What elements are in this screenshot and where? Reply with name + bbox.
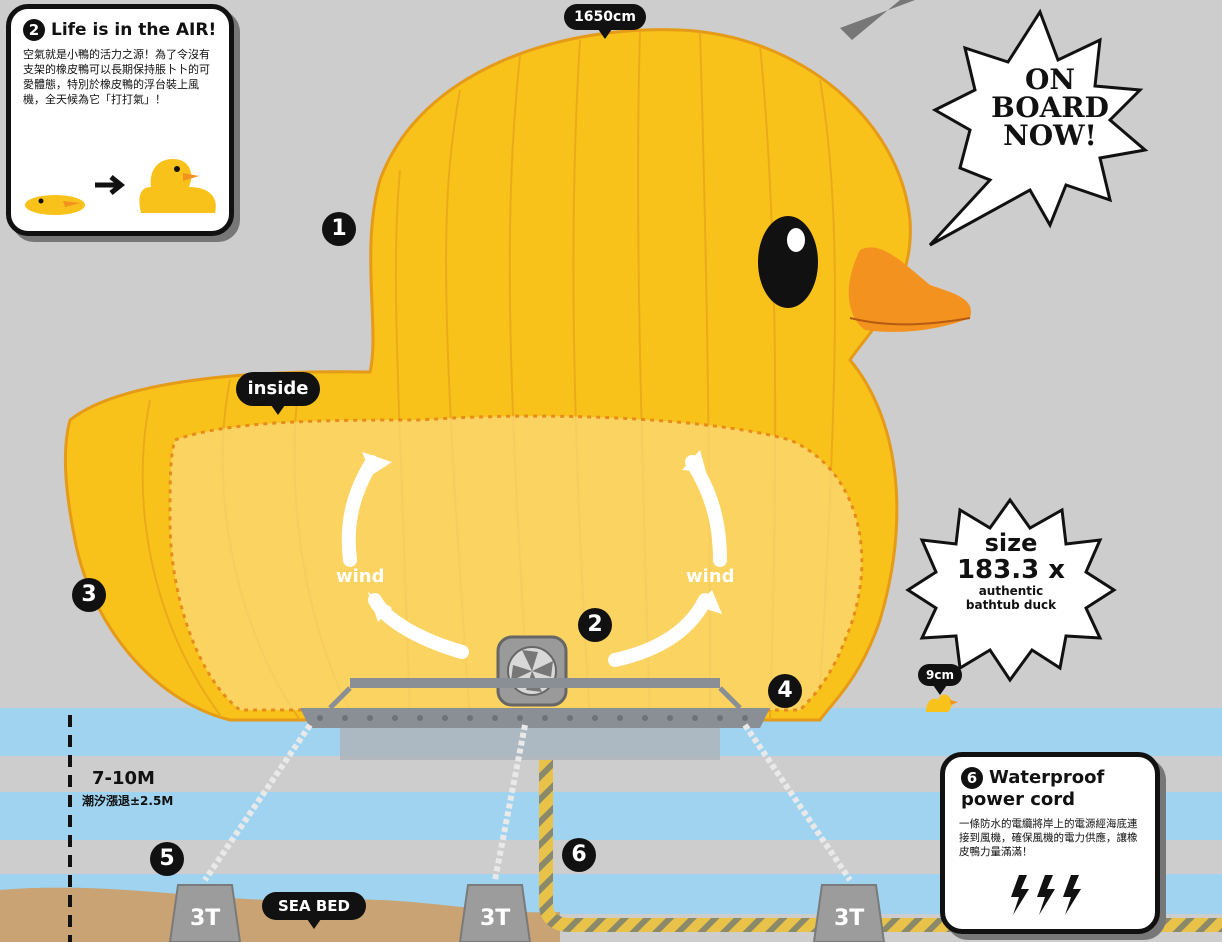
small-duck-icon bbox=[926, 694, 958, 712]
inflation-illustration bbox=[25, 159, 216, 215]
speech-bubble-pointer bbox=[840, 0, 915, 40]
anchor-ropes bbox=[202, 723, 853, 882]
size-caption-2: bathtub duck bbox=[965, 598, 1057, 612]
info-card-air-body: 空氣就是小鴨的活力之源！為了令沒有支架的橡皮鴨可以長期保持脹卜卜的可愛體態，特別… bbox=[23, 48, 210, 106]
info-card-air: 2 Life is in the AIR! 空氣就是小鴨的活力之源！為了令沒有支架… bbox=[6, 4, 234, 236]
giant-duck bbox=[63, 28, 971, 722]
duck-beak-line bbox=[849, 317, 971, 326]
wind-arrowheads bbox=[362, 450, 722, 622]
info-card-air-title: 2 Life is in the AIR! bbox=[23, 19, 229, 41]
on-board-line-1: ON bbox=[1025, 63, 1075, 96]
duck-inside-area bbox=[168, 414, 864, 712]
callout-number-1: 1 bbox=[322, 212, 356, 246]
small-duck-size-label: 9cm bbox=[918, 664, 962, 695]
blower-fan-icon bbox=[496, 635, 568, 707]
speech-bubble-shape bbox=[928, 8, 1149, 247]
duck-eye bbox=[758, 216, 818, 308]
size-caption-1: authentic bbox=[978, 584, 1044, 598]
callout-number-2: 2 bbox=[578, 608, 612, 642]
seabed-label: SEA BED bbox=[262, 892, 366, 929]
callout-number-4: 4 bbox=[768, 674, 802, 708]
anchor-weight-label-middle: 3T bbox=[480, 906, 511, 931]
anchor-weight-label-left: 3T bbox=[190, 906, 221, 931]
on-board-line-2: BOARD bbox=[991, 91, 1109, 124]
on-board-now-text: ON BOARD NOW! bbox=[975, 66, 1125, 150]
depth-value: 7-10M bbox=[92, 768, 155, 789]
callout-number-5: 5 bbox=[150, 842, 184, 876]
power-cord bbox=[539, 760, 1222, 932]
lightning-bolt-icon bbox=[1011, 875, 1081, 915]
size-burst-text: size 183.3 x authentic bathtub duck bbox=[946, 530, 1076, 612]
info-card-cord-number: 6 bbox=[961, 767, 983, 789]
info-card-cord-body: 一條防水的電纜將岸上的電源經海底連接到風機，確保風機的電力供應，讓橡皮鴨力量滿滿… bbox=[959, 818, 1138, 858]
height-label: 1650cm bbox=[564, 4, 646, 39]
size-word: size bbox=[984, 529, 1038, 557]
size-burst-shape bbox=[905, 497, 1117, 683]
duck-eye-highlight bbox=[787, 228, 805, 252]
anchor-weights bbox=[168, 884, 886, 942]
floating-platform bbox=[300, 678, 770, 760]
info-card-air-title-text: Life is in the AIR! bbox=[51, 20, 217, 40]
callout-number-6: 6 bbox=[562, 838, 596, 872]
info-card-cord-title-1: Waterproof bbox=[989, 767, 1105, 788]
size-value: 183.3 x bbox=[956, 555, 1066, 585]
tide-note: 潮汐漲退±2.5M bbox=[82, 794, 174, 808]
info-card-air-number: 2 bbox=[23, 19, 45, 41]
info-card-cord-title-2: power cord bbox=[961, 789, 1076, 810]
info-card-cord-title: 6 Waterproof power cord bbox=[961, 767, 1155, 811]
inside-label: inside bbox=[236, 372, 320, 415]
info-card-power-cord: 6 Waterproof power cord 一條防水的電纜將岸上的電源經海底連… bbox=[940, 752, 1160, 934]
anchor-weight-label-right: 3T bbox=[834, 906, 865, 931]
duck-beak bbox=[848, 247, 971, 332]
wind-label-left: wind bbox=[336, 566, 385, 587]
on-board-line-3: NOW! bbox=[1003, 119, 1097, 152]
wind-label-right: wind bbox=[686, 566, 735, 587]
callout-number-3: 3 bbox=[72, 578, 106, 612]
